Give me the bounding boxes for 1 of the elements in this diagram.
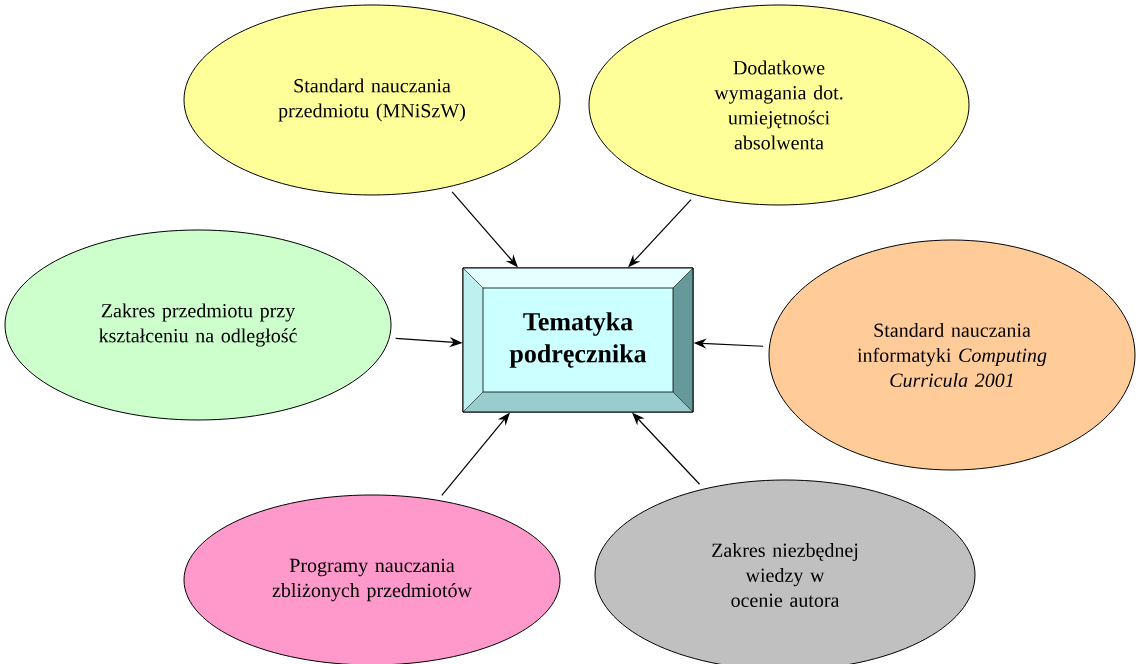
bevelled-box: Tematyka podręcznika <box>462 267 694 413</box>
